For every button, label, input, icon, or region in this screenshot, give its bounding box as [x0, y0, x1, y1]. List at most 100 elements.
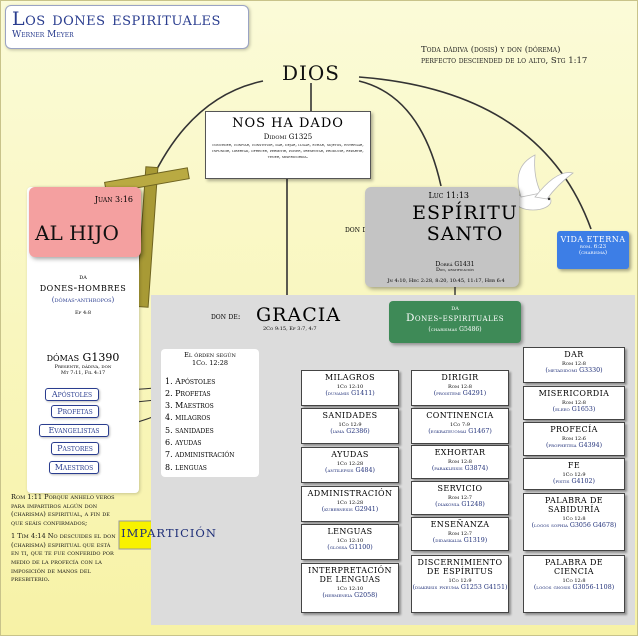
orden-heading-2: 1Co. 12:28: [191, 358, 229, 367]
gift-greek: (dunamis G1411): [325, 389, 375, 397]
gift-greek: (logos sophia G3056 G4678): [531, 521, 617, 529]
espiritu-label-1: ESPÍRITU: [412, 202, 518, 224]
gift-name: CONTINENCIA: [426, 411, 494, 420]
gift-ref: Rom 12:6: [562, 435, 586, 442]
gift-name: SANIDADES: [322, 411, 378, 420]
domas-info: dómas G1390 Presente, dádiva, don Mt 7:1…: [33, 351, 133, 376]
gift-ref: 1Co 12:10: [336, 585, 364, 592]
gift-ref: 1Co 12:28: [336, 499, 364, 506]
page-title: Los dones espirituales: [12, 8, 221, 30]
dios-label: DIOS: [281, 61, 341, 85]
orden-item: 5. sanidades: [165, 425, 214, 435]
stg-quote: Toda dádiva (dosis) y don (dórema) perfe…: [421, 45, 635, 67]
vida-eterna-box: VIDA ETERNA rom. 6:23 (charisma): [557, 231, 629, 269]
gift-name: LENGUAS: [327, 527, 373, 536]
al-hijo-box: Juan 3:16 AL HIJO: [29, 187, 141, 257]
scripture-notes: Rom 1:11 Porque anhelo veros para impart…: [11, 493, 117, 589]
gift-greek: (propheteia G4394): [545, 441, 603, 449]
gift-name: PROFECÍA: [550, 425, 598, 434]
ministry-evangelistas: Evangelistas: [39, 424, 109, 437]
gift-ref: Rom 12:7: [448, 494, 472, 501]
dones-espirituales-greek: (charismas G5486): [428, 326, 482, 333]
orden-heading-1: El órden según: [184, 351, 236, 359]
gift-milagros: MILAGROS 1Co 12:10 (dunamis G1411): [301, 370, 399, 406]
gift-name: PALABRA DE SABIDURÍA: [545, 496, 603, 514]
nos-ha-dado-heading: NOS HA DADO: [232, 116, 344, 131]
gift-greek: (glossa G1100): [327, 543, 373, 551]
note-tim: 1 Tim 4:14 No descuides el don (charisma…: [11, 532, 116, 584]
ministry-profetas: Profetas: [51, 405, 99, 418]
orden-item: 8. lenguas: [165, 462, 207, 472]
ministry-apostoles: Apóstoles: [45, 388, 99, 401]
gift-greek: (parakleisis G3874): [431, 464, 489, 472]
don-de-label: don de:: [211, 312, 241, 321]
dones-espirituales-da: da: [451, 304, 459, 312]
dones-espirituales-box: da Dones-espirituales (charismas G5486): [389, 301, 521, 343]
domas-def-2: Mt 7:11, Fil 4:17: [60, 370, 106, 376]
orden-item: 7. administración: [165, 450, 235, 460]
gift-ref: Rom 12:8: [562, 360, 586, 367]
dones-hombres-heading: dones-hombres: [39, 281, 127, 294]
vida-eterna-greek: (charisma): [578, 250, 608, 256]
dones-hombres-ref: Ef 4:8: [74, 310, 92, 316]
gift-palabra-ciencia: PALABRA DE CIENCIA 1Co 12:8 (logos gnosi…: [523, 555, 625, 613]
ministry-maestros: Maestros: [49, 461, 99, 474]
orden-item: 2. Profetas: [165, 388, 211, 398]
gift-ref: 1Co 7:9: [450, 421, 470, 428]
gift-name: MISERICORDIA: [538, 389, 610, 398]
quote-line-2: perfecto desciended de lo alto, Stg 1:17: [421, 56, 588, 67]
espiritu-strongs: Doreá G1431: [435, 261, 475, 268]
gift-name: PALABRA DE CIENCIA: [545, 558, 603, 576]
gift-greek: (proistemi G4291): [433, 389, 487, 397]
gift-name: AYUDAS: [331, 450, 369, 459]
espiritu-label-2: SANTO: [426, 222, 504, 245]
gift-sanidades: SANIDADES 1Co 12:9 (iama G2386): [301, 408, 399, 444]
espiritu-ref: Luc 11:13: [428, 191, 469, 200]
gift-ref: 1Co 12:9: [338, 421, 362, 428]
hijo-label: AL HIJO: [35, 221, 119, 245]
gift-dar: DAR Rom 12:8 (metadidomi G3330): [523, 347, 625, 383]
espiritu-def: Don, gratificación: [435, 268, 475, 273]
orden-item: 3. Maestros: [165, 401, 214, 411]
gift-ref: Rom 12:8: [448, 458, 472, 465]
gift-exhortar: EXHORTAR Rom 12:8 (parakleisis G3874): [411, 445, 509, 479]
dones-espirituales-heading: Dones-espirituales: [405, 312, 505, 324]
gift-greek: (egkrateuomai G1467): [428, 427, 492, 435]
gift-ref: Rom 12:8: [448, 383, 472, 390]
vida-eterna-ref: rom. 6:23: [579, 244, 607, 250]
gift-greek: (antilepsis G484): [325, 466, 375, 474]
gift-fe: FE 1Co 12:9 (pistis G4102): [523, 458, 625, 490]
gift-greek: (hermeneia G2058): [322, 591, 378, 599]
orden-box: El órden según 1Co. 12:28 1. Apóstoles 2…: [161, 349, 259, 477]
gift-continencia: CONTINENCIA 1Co 7:9 (egkrateuomai G1467): [411, 408, 509, 444]
gift-greek: (metadidomi G3330): [545, 366, 603, 374]
gift-name: ENSEÑANZA: [430, 520, 490, 529]
gift-ensenanza: ENSEÑANZA Rom 12:7 (didaskalia G1319): [411, 517, 509, 551]
gift-ref: Rom 12:8: [562, 399, 586, 406]
gift-greek: (eleeo G1653): [552, 405, 596, 413]
gift-ref: 1Co 12:10: [336, 537, 364, 544]
gift-greek: (didaskalia G1319): [432, 536, 488, 544]
gift-profecia: PROFECÍA Rom 12:6 (propheteia G4394): [523, 422, 625, 456]
gift-greek: (pistis G4102): [553, 477, 595, 485]
gift-ref: Rom 12:7: [448, 530, 472, 537]
gift-name: FE: [567, 461, 581, 470]
gift-administracion: ADMINISTRACIÓN 1Co 12:28 (kubernesis G29…: [301, 486, 399, 522]
gift-ref: 1Co 12:9: [562, 471, 586, 478]
gift-greek: (logos gnosis G3056-1108): [533, 583, 615, 591]
orden-item: 1. Apóstoles: [165, 376, 216, 386]
author: Werner Meyer: [12, 30, 74, 40]
gift-greek: (diakonia G1248): [435, 500, 485, 508]
imparticion-label: IMPARTICIÓN: [121, 526, 217, 540]
nos-ha-dado-definition: conceder, confiar, constituir, dar, deja…: [212, 143, 364, 160]
gift-name: MILAGROS: [324, 373, 376, 382]
gift-greek: (diakrisis pneuma G1253 G4151): [412, 583, 508, 591]
nos-ha-dado-box: NOS HA DADO Didomi G1325 conceder, confi…: [205, 111, 371, 179]
dones-hombres-info: da dones-hombres (dómas-anthropos) Ef 4:…: [27, 273, 139, 316]
dones-hombres-greek: (dómas-anthropos): [51, 296, 115, 304]
gift-name: INTERPRETACIÓN DE LENGUAS: [308, 566, 392, 584]
dones-hombres-da: da: [79, 273, 87, 281]
gift-name: SERVICIO: [437, 484, 483, 493]
gift-name: DISCERNIMIENTO DE ESPÍRITUS: [417, 558, 503, 576]
gift-misericordia: MISERICORDIA Rom 12:8 (eleeo G1653): [523, 386, 625, 420]
